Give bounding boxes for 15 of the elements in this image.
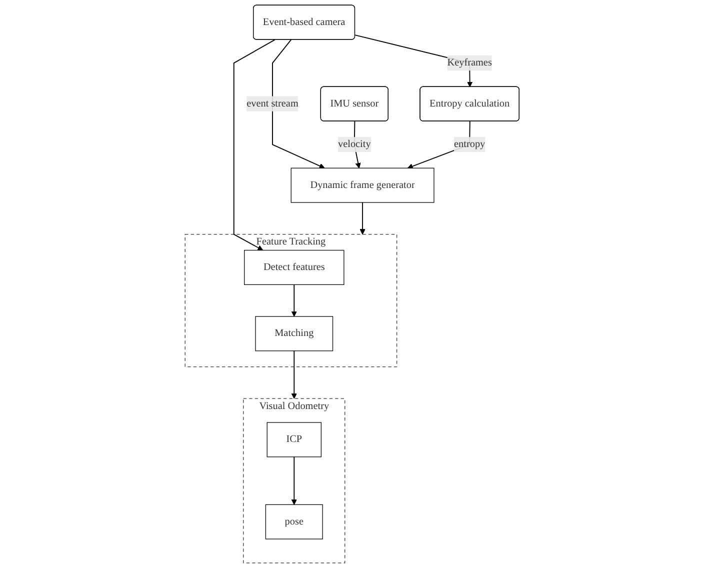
arrow	[292, 350, 298, 399]
node-box: ICP	[267, 422, 322, 458]
arrow	[272, 39, 326, 169]
edge-label: event stream	[246, 98, 299, 109]
arrow	[292, 456, 298, 505]
arrow	[234, 39, 276, 250]
arrow	[292, 284, 298, 317]
arrow	[360, 202, 366, 235]
node-box: Dynamic frame generator	[291, 168, 435, 203]
node-box: pose	[266, 504, 324, 540]
node-box: Detect features	[244, 250, 345, 285]
edge-label: entropy	[454, 138, 486, 150]
node-box: Matching	[256, 316, 334, 352]
edge-label: Keyframes	[448, 57, 492, 68]
edge-label: velocity	[338, 138, 372, 150]
